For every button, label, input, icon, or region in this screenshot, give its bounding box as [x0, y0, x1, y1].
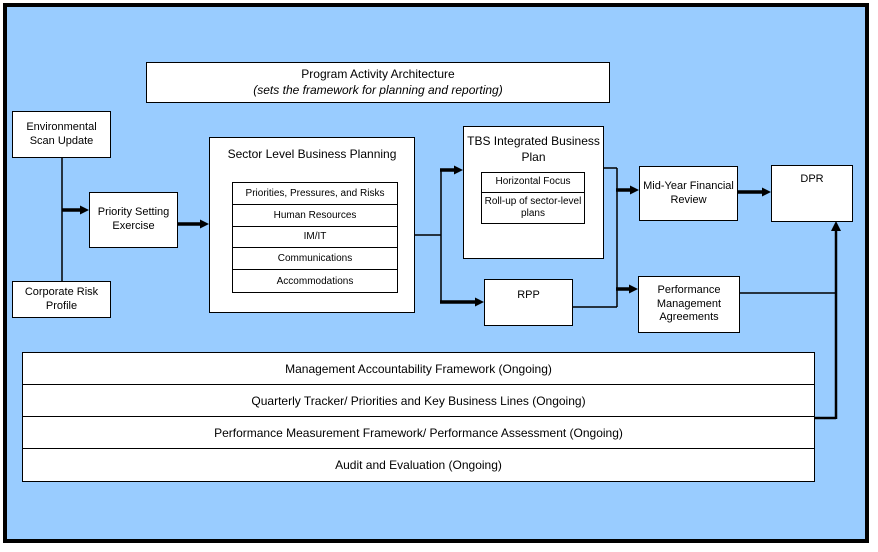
pma-label: Performance Management Agreements: [656, 283, 722, 324]
dpr-label: DPR: [800, 173, 824, 185]
environmental-scan-label: Environmental Scan Update: [26, 120, 97, 147]
node-dpr: DPR: [771, 165, 853, 222]
node-environmental-scan-update: Environmental Scan Update: [12, 111, 111, 158]
node-mid-year-financial-review: Mid-Year Financial Review: [639, 166, 738, 221]
node-priority-setting-exercise: Priority Setting Exercise: [89, 192, 178, 248]
band-row-audit-evaluation: Audit and Evaluation (Ongoing): [335, 458, 502, 472]
sector-item: Priorities, Pressures, and Risks: [233, 183, 397, 205]
sector-item: IM/IT: [233, 227, 397, 249]
midyear-label: Mid-Year Financial Review: [643, 179, 734, 206]
node-performance-management-agreements: Performance Management Agreements: [638, 276, 740, 333]
node-sector-level-business-planning: Sector Level Business Planning Prioritie…: [209, 137, 415, 313]
corporate-risk-label: Corporate Risk Profile: [24, 285, 99, 312]
tbs-plan-title: TBS Integrated Business Plan: [467, 134, 600, 164]
node-tbs-integrated-business-plan: TBS Integrated Business Plan Horizontal …: [463, 126, 604, 259]
sector-planning-title: Sector Level Business Planning: [227, 147, 397, 161]
sector-item: Accommodations: [276, 275, 354, 287]
band-row-performance-measurement: Performance Measurement Framework/ Perfo…: [23, 417, 814, 449]
paa-title: Program Activity Architecture: [301, 66, 455, 81]
node-corporate-risk-profile: Corporate Risk Profile: [12, 281, 111, 318]
band-row-quarterly-tracker: Quarterly Tracker/ Priorities and Key Bu…: [23, 385, 814, 417]
band-row-management-accountability: Management Accountability Framework (Ong…: [23, 353, 814, 385]
tbs-item: Horizontal Focus: [482, 173, 584, 193]
sector-planning-items-table: Priorities, Pressures, and Risks Human R…: [232, 182, 398, 293]
rpp-label: RPP: [517, 289, 540, 301]
ongoing-activities-band: Management Accountability Framework (Ong…: [22, 352, 815, 482]
tbs-item: Roll-up of sector-level plans: [484, 195, 582, 220]
sector-item: Human Resources: [233, 205, 397, 227]
node-program-activity-architecture: Program Activity Architecture (sets the …: [146, 62, 610, 103]
sector-item: Communications: [233, 248, 397, 271]
paa-subtitle: (sets the framework for planning and rep…: [253, 82, 503, 97]
tbs-plan-items-table: Horizontal Focus Roll-up of sector-level…: [481, 172, 585, 224]
priority-setting-label: Priority Setting Exercise: [97, 206, 170, 232]
node-rpp: RPP: [484, 279, 573, 326]
